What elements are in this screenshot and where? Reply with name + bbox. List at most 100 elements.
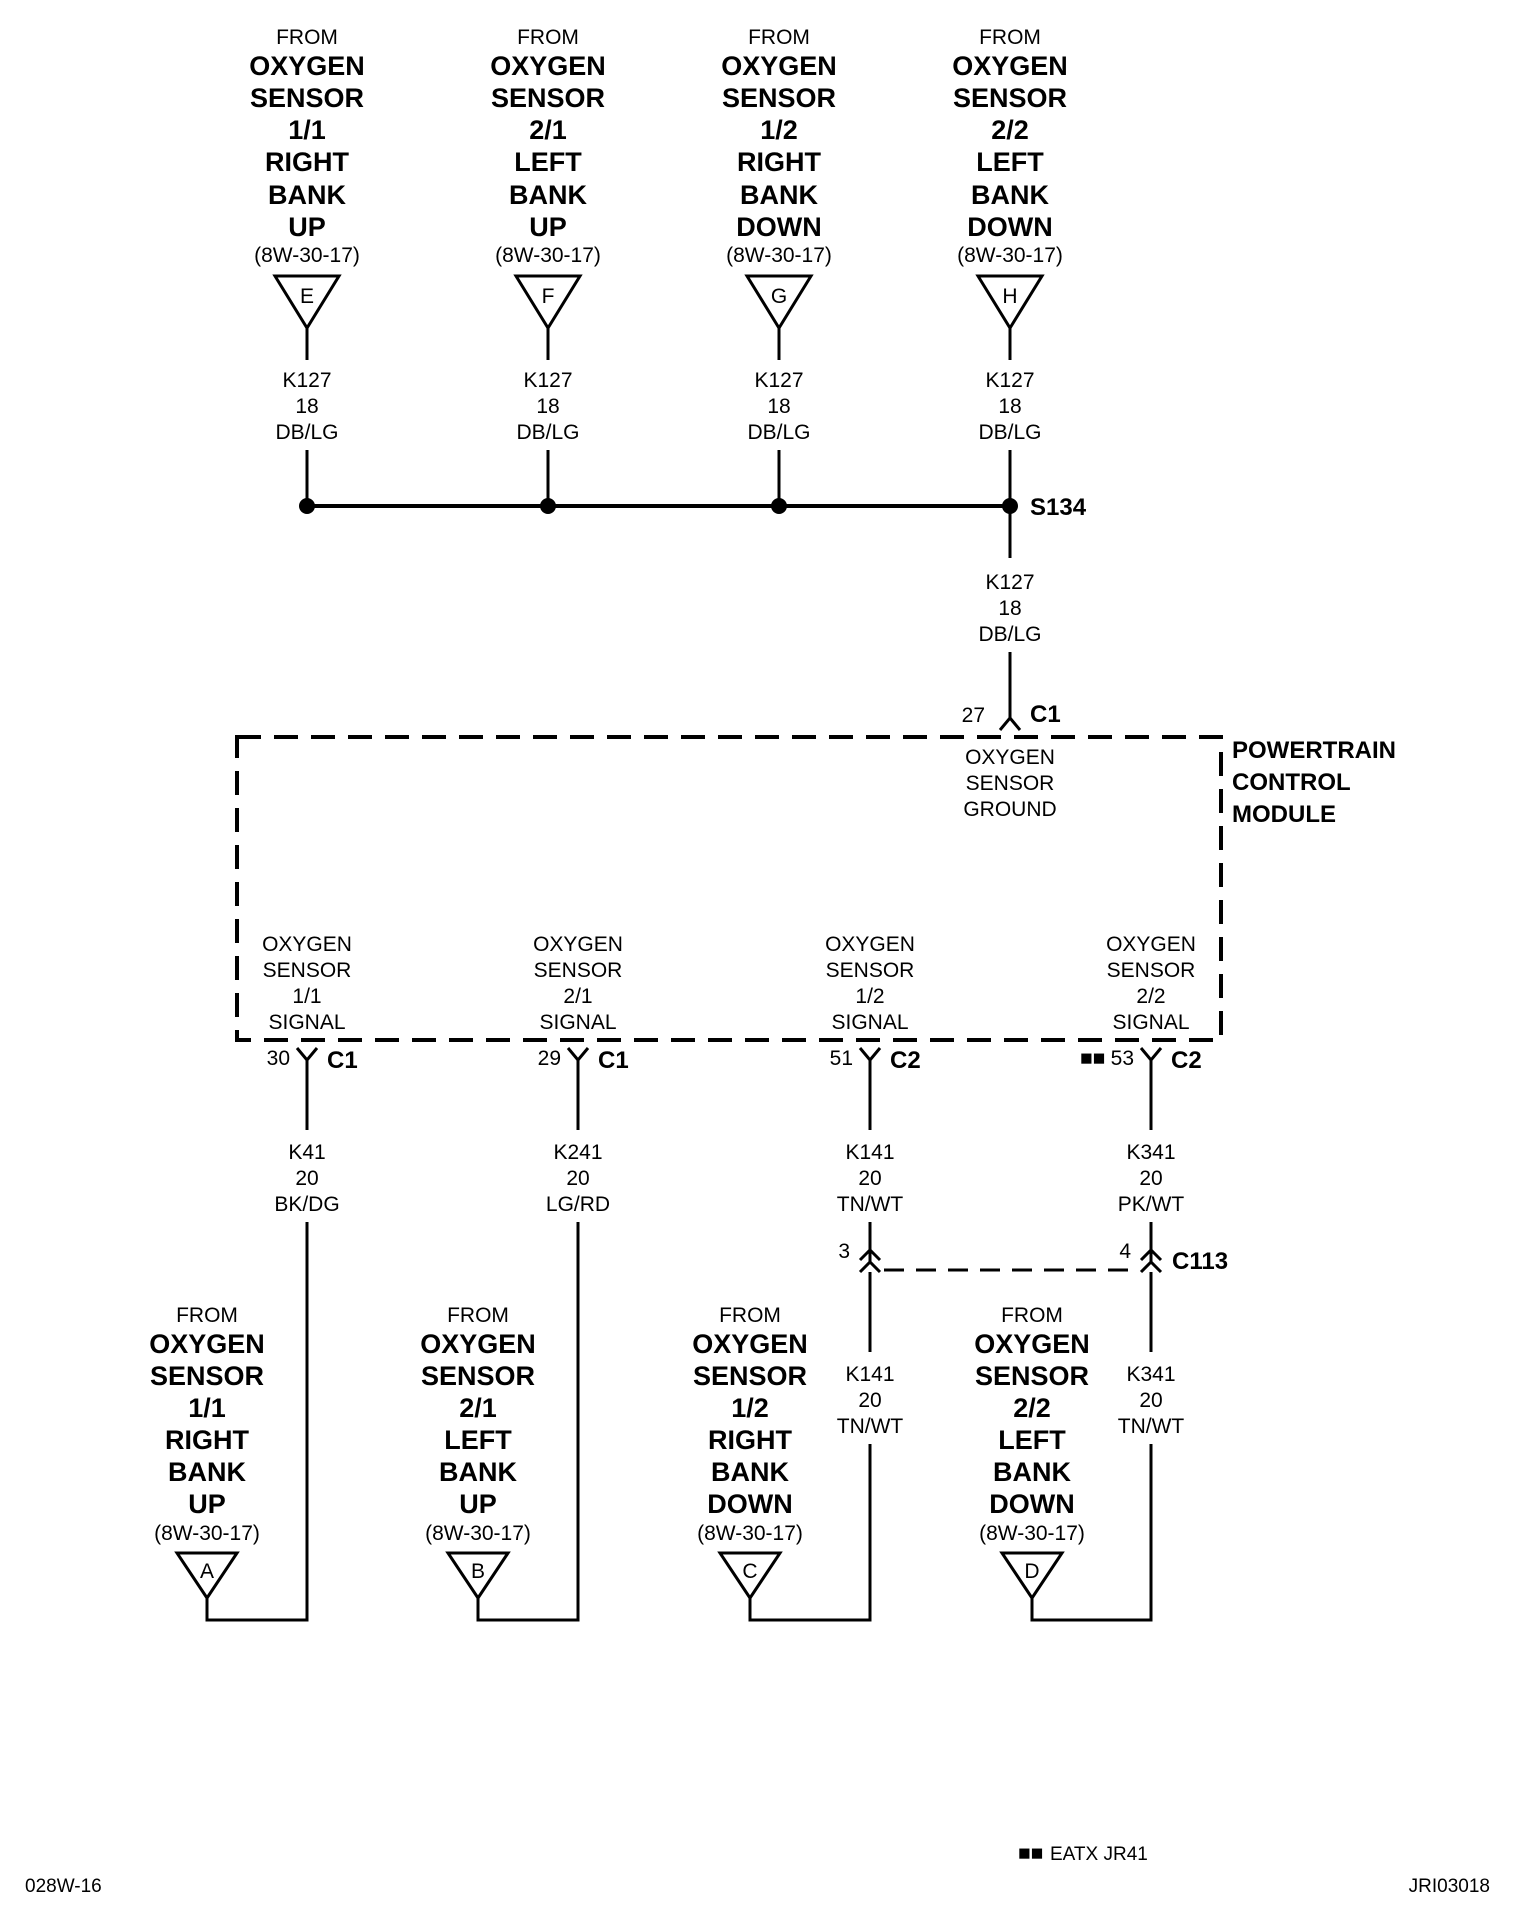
source-line: RIGHT	[165, 1425, 250, 1455]
wire-color: DB/LG	[275, 421, 338, 444]
source-line: DOWN	[707, 1489, 792, 1519]
wire-circuit: K127	[985, 369, 1034, 392]
signal-label-line: OXYGEN	[262, 933, 352, 956]
wire-color: TN/WT	[837, 1415, 904, 1438]
signal-wire-k341: ■■ 53 C2 K341 20 PK/WT	[1080, 1047, 1202, 1262]
connector-triangle-icon	[445, 1551, 511, 1601]
ground-label-line: OXYGEN	[965, 746, 1055, 769]
signal-label-line: 2/2	[1136, 985, 1165, 1008]
source-line: 1/1	[288, 115, 326, 145]
module-outline	[235, 735, 1223, 1042]
signal-label-line: SIGNAL	[268, 1011, 345, 1034]
ground-label-line: SENSOR	[966, 772, 1055, 795]
source-line: OXYGEN	[952, 51, 1068, 81]
connector-triangle-icon	[174, 1551, 240, 1601]
connector-label: C113	[1172, 1248, 1228, 1275]
bottom-source-b: FROM OXYGEN SENSOR 2/1 LEFT BANK UP (8W-…	[420, 1304, 536, 1601]
connector-letter: B	[471, 1560, 485, 1583]
wire-circuit: K41	[288, 1141, 325, 1164]
ground-wire: K127 18 DB/LG 27 C1	[962, 506, 1061, 731]
source-prefix: FROM	[748, 26, 810, 49]
signal-wire-k241: 29 C1 K241 20 LG/RD	[476, 1047, 629, 1622]
source-line: SENSOR	[250, 83, 364, 113]
source-line: OXYGEN	[721, 51, 837, 81]
source-line: BANK	[268, 180, 346, 210]
wire-color: DB/LG	[516, 421, 579, 444]
pin-number: 30	[267, 1047, 290, 1070]
signal-label-line: SIGNAL	[1112, 1011, 1189, 1034]
splice-label: S134	[1030, 494, 1087, 521]
source-prefix: FROM	[719, 1304, 781, 1327]
legend-text: EATX JR41	[1050, 1844, 1148, 1865]
signal-label-line: OXYGEN	[533, 933, 623, 956]
connector-label: C1	[598, 1047, 629, 1074]
wire-color: DB/LG	[978, 623, 1041, 646]
pin-number: 4	[1119, 1240, 1131, 1263]
source-prefix: FROM	[979, 26, 1041, 49]
wire-gauge: 20	[858, 1167, 881, 1190]
signal-label-line: SIGNAL	[831, 1011, 908, 1034]
source-prefix: FROM	[176, 1304, 238, 1327]
signal-label-line: SENSOR	[263, 959, 352, 982]
connector-pin-icon	[295, 1047, 319, 1063]
connector-pin-icon	[858, 1047, 882, 1063]
source-line: 1/1	[188, 1393, 226, 1423]
connector-triangle-icon	[975, 274, 1045, 331]
wire-color: BK/DG	[274, 1193, 339, 1216]
wire-circuit: K127	[523, 369, 572, 392]
connector-letter: G	[771, 285, 787, 308]
wire-circuit: K127	[985, 571, 1034, 594]
source-prefix: FROM	[517, 26, 579, 49]
connector-label: C2	[890, 1047, 921, 1074]
connector-chevron-icon	[1139, 1259, 1163, 1274]
bottom-source-c: FROM OXYGEN SENSOR 1/2 RIGHT BANK DOWN (…	[692, 1304, 808, 1601]
pin-number: 53	[1111, 1047, 1134, 1070]
source-line: SENSOR	[722, 83, 836, 113]
source-line: OXYGEN	[490, 51, 606, 81]
source-line: RIGHT	[265, 147, 350, 177]
wire-gauge: 20	[858, 1389, 881, 1412]
source-line: LEFT	[998, 1425, 1066, 1455]
wire-circuit: K141	[845, 1363, 894, 1386]
signal-label-2-2: OXYGEN SENSOR 2/2 SIGNAL	[1106, 933, 1196, 1034]
inline-connector-c113: 3 4 C113 K141 20 TN/WT K341 20 TN/WT	[748, 1240, 1228, 1622]
wire-gauge: 18	[998, 395, 1021, 418]
source-line: DOWN	[736, 212, 821, 242]
footer: ■■ EATX JR41 028W-16 JRI03018	[25, 1842, 1490, 1897]
source-line: BANK	[740, 180, 818, 210]
legend-marker: ■■	[1018, 1842, 1043, 1865]
source-line: SENSOR	[491, 83, 605, 113]
source-prefix: FROM	[447, 1304, 509, 1327]
module-name-line: POWERTRAIN	[1232, 737, 1396, 764]
source-line: BANK	[509, 180, 587, 210]
figure-code-right: JRI03018	[1409, 1876, 1490, 1897]
source-line: BANK	[971, 180, 1049, 210]
connector-letter: F	[542, 285, 555, 308]
connector-letter: A	[200, 1560, 214, 1583]
figure-code-left: 028W-16	[25, 1876, 102, 1897]
signal-label-1-2: OXYGEN SENSOR 1/2 SIGNAL	[825, 933, 915, 1034]
source-ref: (8W-30-17)	[425, 1522, 531, 1545]
source-line: LEFT	[976, 147, 1044, 177]
source-line: 1/2	[731, 1393, 769, 1423]
source-line: BANK	[993, 1457, 1071, 1487]
source-prefix: FROM	[276, 26, 338, 49]
source-line: 2/2	[1013, 1393, 1051, 1423]
source-line: OXYGEN	[692, 1329, 808, 1359]
source-line: UP	[288, 212, 326, 242]
connector-chevron-icon	[1139, 1247, 1163, 1262]
module-name-line: CONTROL	[1232, 769, 1351, 796]
bottom-source-d: FROM OXYGEN SENSOR 2/2 LEFT BANK DOWN (8…	[974, 1304, 1090, 1601]
wire-circuit: K341	[1126, 1363, 1175, 1386]
connector-triangle-icon	[744, 274, 814, 331]
wire-gauge: 20	[1139, 1389, 1162, 1412]
pin-number: 51	[830, 1047, 853, 1070]
source-line: OXYGEN	[974, 1329, 1090, 1359]
connector-triangle-icon	[513, 274, 583, 331]
source-line: BANK	[711, 1457, 789, 1487]
signal-label-line: SENSOR	[826, 959, 915, 982]
connector-chevron-icon	[858, 1247, 882, 1262]
source-line: 2/1	[459, 1393, 497, 1423]
connector-pin-icon	[1139, 1047, 1163, 1063]
